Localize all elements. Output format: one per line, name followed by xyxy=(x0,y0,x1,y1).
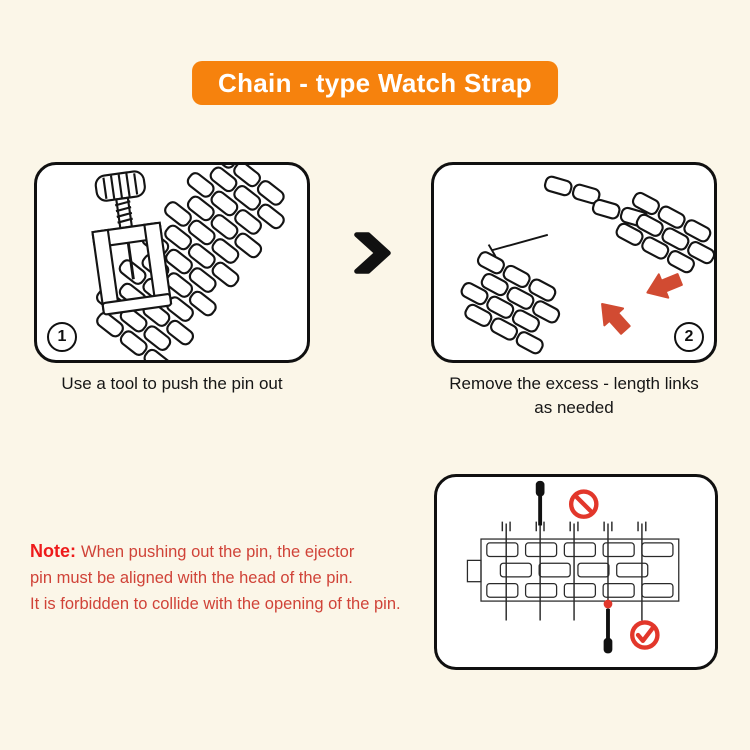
note-text-1: When pushing out the pin, the ejector xyxy=(81,543,355,561)
prohibition-icon xyxy=(568,489,599,519)
red-arrows xyxy=(601,273,683,335)
note-line-2: pin must be aligned with the head of the… xyxy=(30,569,353,587)
pin-alignment-panel xyxy=(434,474,718,670)
strap-segment-right xyxy=(613,191,714,276)
note-line-3: It is forbidden to collide with the open… xyxy=(30,595,401,613)
ejector-pin-bottom xyxy=(603,608,613,654)
arrow-down-left-icon xyxy=(646,273,683,299)
link-removal-tool xyxy=(91,170,173,316)
title-banner: Chain - type Watch Strap xyxy=(192,61,558,105)
step-2-number: 2 xyxy=(684,328,694,345)
pin-contact-dot xyxy=(603,599,613,609)
step2-panel: 2 xyxy=(431,162,717,363)
chevron-right-icon xyxy=(354,232,391,274)
loose-pin xyxy=(487,233,549,257)
step1-illustration xyxy=(91,165,285,360)
step2-illustration xyxy=(458,175,714,357)
strap-technical-drawing xyxy=(466,538,680,602)
note-label: Note: xyxy=(30,541,76,561)
step1-panel: 1 xyxy=(34,162,310,363)
page-title: Chain - type Watch Strap xyxy=(218,68,532,98)
step-2-caption: Remove the excess - length links as need… xyxy=(449,374,699,417)
watch-strap-diagonal xyxy=(93,165,285,360)
strap-segment-left xyxy=(458,251,561,357)
link-pins xyxy=(501,521,647,621)
check-icon xyxy=(630,620,660,650)
note-block: Note: When pushing out the pin, the eject… xyxy=(30,538,401,617)
step-2-badge: 2 xyxy=(674,322,704,352)
pin-alignment-illustration xyxy=(466,480,680,654)
step-1-caption: Use a tool to push the pin out xyxy=(61,374,283,393)
step-1-badge: 1 xyxy=(47,322,77,352)
note-line-1: Note: When pushing out the pin, the eject… xyxy=(30,538,401,565)
ejector-pin-top xyxy=(535,480,545,526)
step-1-number: 1 xyxy=(57,328,67,345)
arrow-up-left-icon xyxy=(601,303,631,335)
